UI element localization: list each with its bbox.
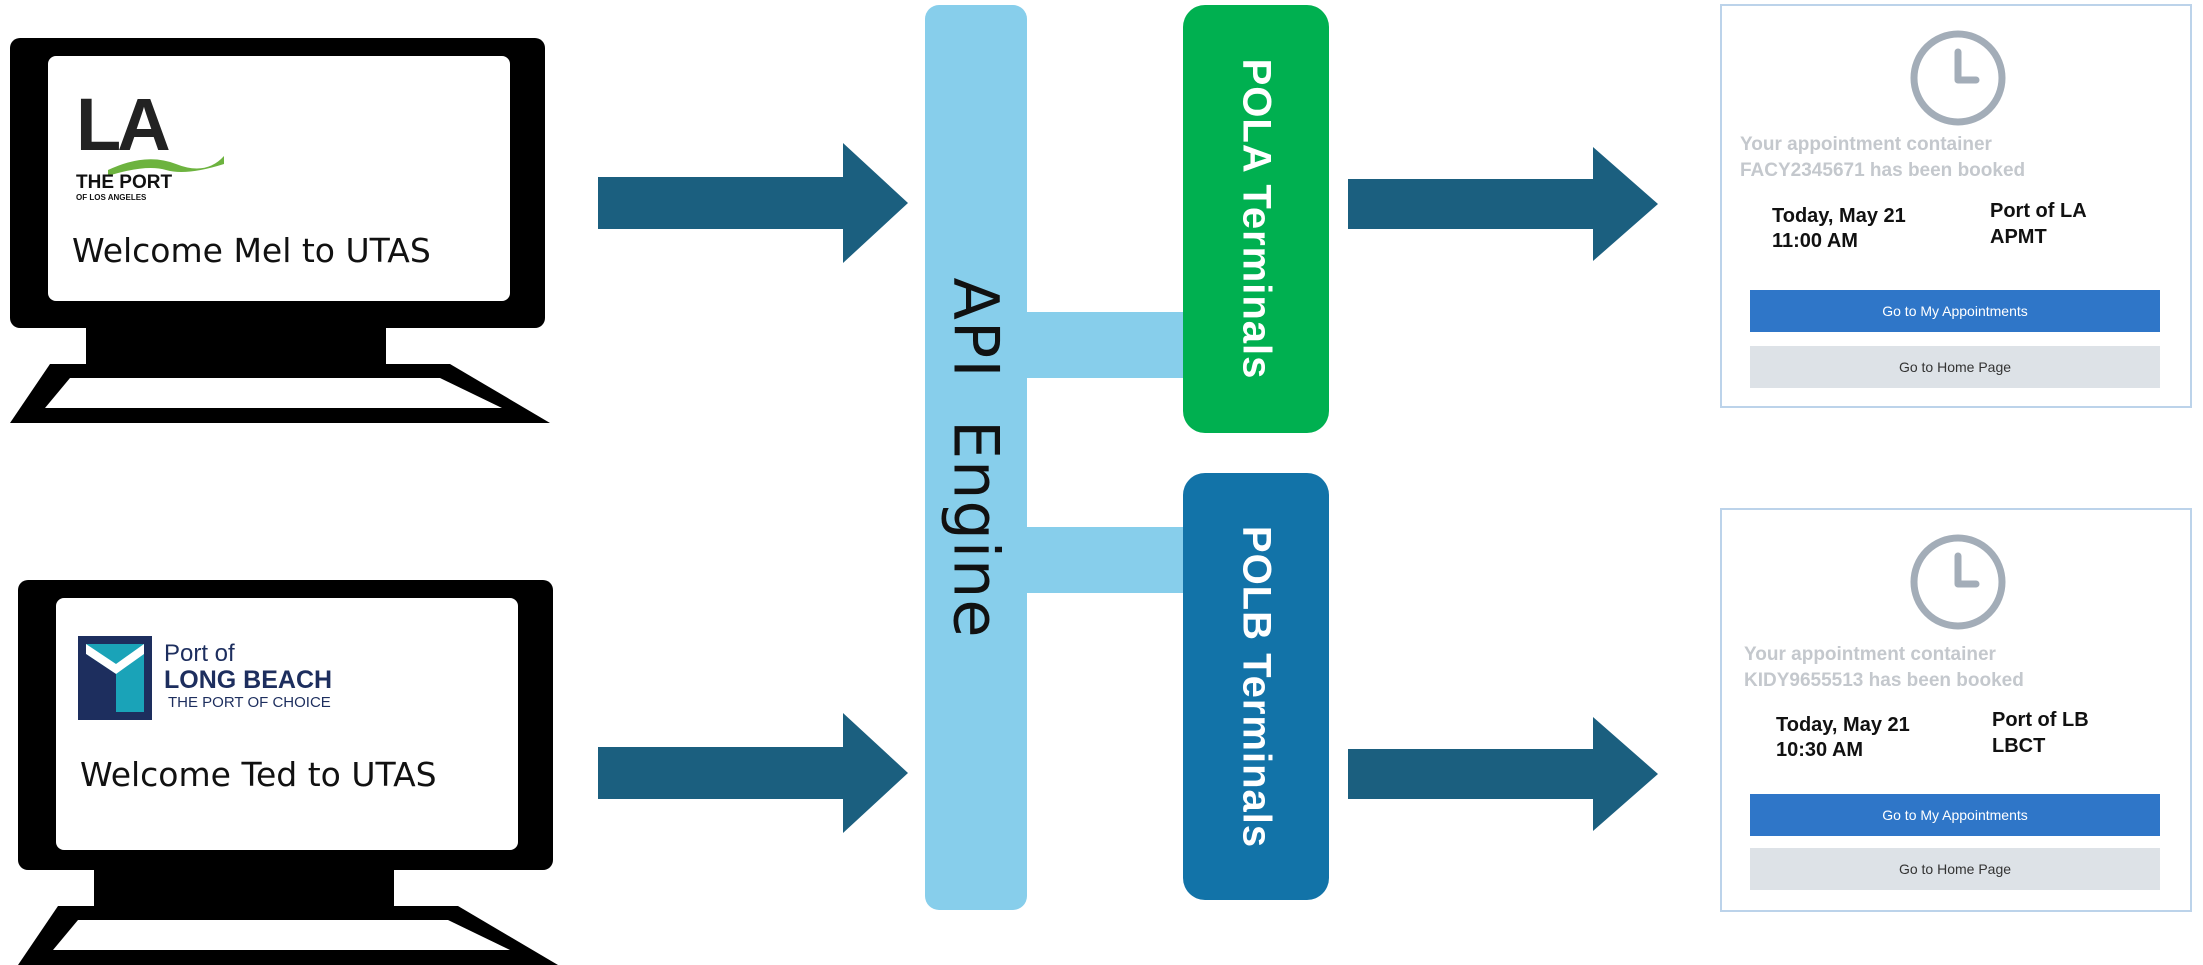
appointment-time: 11:00 AM (1772, 230, 1858, 252)
logo-wave-icon (108, 156, 224, 176)
terminal-pola: POLA Terminals (1183, 5, 1329, 433)
logo-los-angeles-text: OF LOS ANGELES (76, 193, 147, 202)
port-of-long-beach-logo-icon (78, 636, 152, 720)
appointment-card-la: Your appointment container FACY2345671 h… (1720, 4, 2192, 408)
go-to-home-page-button[interactable]: Go to Home Page (1750, 346, 2160, 388)
port-of-la-logo: LA THE PORT OF LOS ANGELES (76, 83, 226, 202)
appointment-terminal: APMT (1990, 226, 2047, 248)
computer-monitor-icon (10, 38, 550, 423)
appointment-port: Port of LB (1992, 709, 2089, 731)
terminal-polb-label: POLB Terminals (1234, 525, 1279, 848)
appointment-message-line2: KIDY9655513 has been booked (1744, 670, 2024, 691)
arrow-right-icon (598, 713, 908, 833)
appointment-date: Today, May 21 (1776, 714, 1910, 736)
appointment-card-lb: Your appointment container KIDY9655513 h… (1720, 508, 2192, 912)
monitor-port-of-la: LA THE PORT OF LOS ANGELES Welcome Mel t… (10, 38, 550, 423)
monitor-port-of-long-beach: Port of LONG BEACH THE PORT OF CHOICE We… (18, 580, 558, 965)
appointment-terminal: LBCT (1992, 735, 2046, 757)
logo-the-port-text: THE PORT (76, 172, 173, 193)
logo-long-beach-text: LONG BEACH (164, 666, 333, 694)
terminal-polb: POLB Terminals (1183, 473, 1329, 900)
connector-pola (1027, 312, 1185, 378)
appointment-date: Today, May 21 (1772, 205, 1906, 227)
appointment-time: 10:30 AM (1776, 739, 1864, 761)
arrow-right-icon (1348, 717, 1658, 831)
appointment-message-line2: FACY2345671 has been booked (1740, 160, 2026, 181)
api-engine: API Engine (925, 5, 1027, 910)
clock-icon (1910, 30, 2006, 126)
arrow-right-icon (598, 143, 908, 263)
connector-polb (1027, 527, 1185, 593)
go-to-my-appointments-button[interactable]: Go to My Appointments (1750, 794, 2160, 836)
logo-la-letters: LA (76, 83, 171, 166)
go-to-home-page-button[interactable]: Go to Home Page (1750, 848, 2160, 890)
terminal-pola-label: POLA Terminals (1234, 58, 1279, 380)
appointment-message-line1: Your appointment container (1740, 134, 1992, 155)
welcome-text: Welcome Mel to UTAS (72, 231, 431, 270)
go-to-my-appointments-button[interactable]: Go to My Appointments (1750, 290, 2160, 332)
appointment-message-line1: Your appointment container (1744, 644, 1996, 665)
logo-tagline-text: THE PORT OF CHOICE (168, 694, 331, 711)
api-engine-label: API Engine (939, 277, 1013, 638)
arrow-right-icon (1348, 147, 1658, 261)
welcome-text: Welcome Ted to UTAS (80, 755, 437, 794)
logo-port-of-text: Port of (164, 640, 235, 667)
appointment-port: Port of LA (1990, 200, 2087, 222)
clock-icon (1910, 534, 2006, 630)
